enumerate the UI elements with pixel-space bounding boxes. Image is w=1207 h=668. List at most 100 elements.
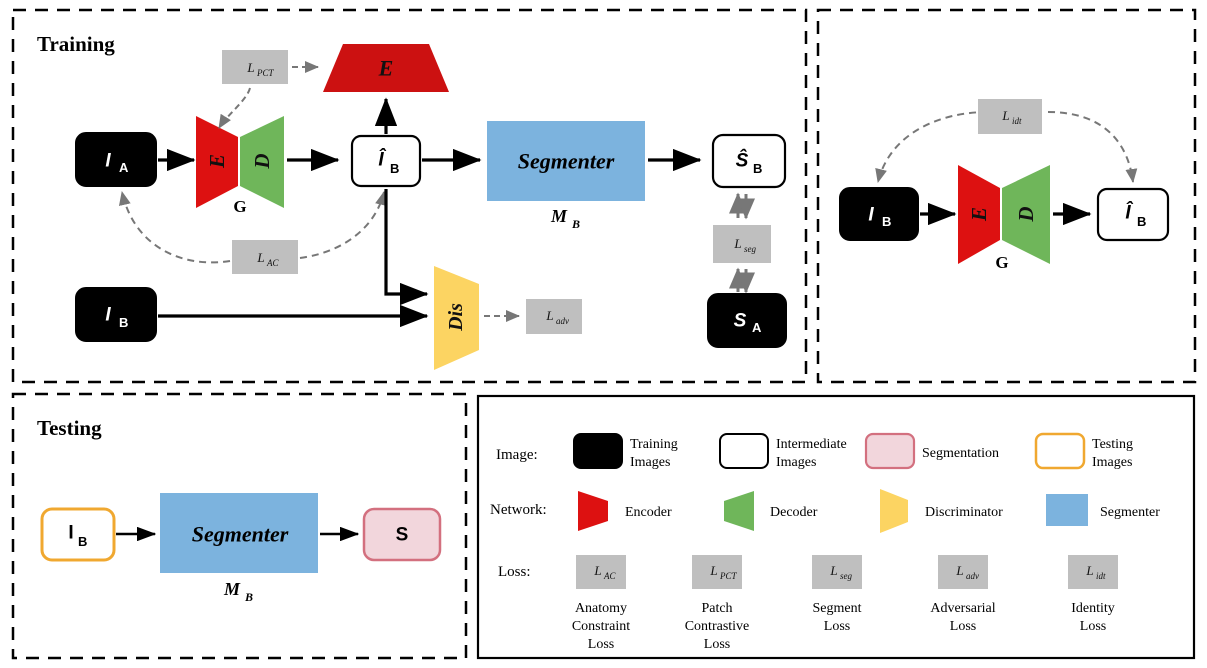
training-panel-title: Training — [37, 32, 115, 56]
discriminator-label: Discriminator — [925, 505, 1003, 520]
legend-item-decoder: Decoder — [724, 491, 818, 531]
identity-input-b-sub: B — [882, 214, 891, 229]
training-segmenter-model-sub: B — [571, 217, 580, 231]
identity-output-box: Î B — [1096, 187, 1170, 242]
lidt-sub: idt — [1096, 571, 1106, 581]
lseg-main: L — [829, 563, 837, 578]
training-pred-seg-sub: B — [753, 161, 762, 176]
loss-adv-main: L — [545, 308, 553, 323]
training-generator-label: G — [233, 197, 246, 216]
decoder-label: Decoder — [770, 505, 818, 520]
loss-idt-box: L idt — [978, 99, 1042, 134]
ladv-sub: adv — [966, 571, 979, 581]
training-input-a-label: I — [105, 151, 111, 172]
encoder-swatch — [578, 491, 608, 531]
testing-segmenter: Segmenter M B — [160, 493, 318, 604]
loss-ac-sub: AC — [266, 258, 279, 268]
training-gt-seg-box: S A — [707, 293, 787, 348]
lpct-desc-1: Patch — [701, 601, 732, 616]
training-images-label-1: Training — [630, 437, 678, 452]
training-segmenter-rect — [487, 121, 645, 201]
training-encoder-letter: E — [205, 154, 229, 169]
lac-desc-2: Constraint — [572, 619, 630, 634]
identity-generator-label: G — [995, 253, 1008, 272]
training-input-a-sub: A — [119, 160, 129, 175]
loss-seg-box: L seg — [713, 225, 771, 263]
identity-output-label: Î — [1125, 202, 1133, 224]
legend-item-segmenter: Segmenter — [1046, 494, 1160, 526]
identity-input-b-label: I — [868, 205, 874, 226]
arrow-intermediate-to-discriminator — [384, 189, 429, 306]
ladv-main: L — [955, 563, 963, 578]
loss-adv-sub: adv — [556, 316, 569, 326]
training-intermediate-sub: B — [390, 161, 399, 176]
testing-panel-title: Testing — [37, 416, 102, 440]
legend-item-identity-loss: L idt Identity Loss — [1068, 555, 1118, 634]
training-encoder-shape — [196, 116, 238, 208]
loss-pct-main: L — [246, 60, 254, 75]
legend-row-loss-head: Loss: — [498, 564, 531, 580]
lidt-swatch — [1068, 555, 1118, 589]
lseg-desc-1: Segment — [813, 601, 862, 616]
testing-images-swatch — [1034, 432, 1086, 470]
arrow-pct-to-encoder — [218, 87, 251, 129]
loss-pct-box: L PCT — [222, 50, 288, 84]
lpct-desc-3: Loss — [704, 637, 730, 652]
ladv-desc-1: Adversarial — [930, 601, 995, 616]
identity-panel-border — [816, 8, 1197, 384]
segmentation-swatch — [864, 432, 916, 470]
training-decoder-shape — [240, 116, 284, 208]
training-discriminator-shape — [434, 266, 479, 370]
legend-item-adversarial-loss: L adv Adversarial Loss — [930, 555, 996, 634]
intermediate-images-swatch — [719, 433, 769, 469]
encoder-label: Encoder — [625, 505, 672, 520]
testing-segmenter-label: Segmenter — [192, 522, 289, 547]
training-discriminator: Dis — [434, 266, 479, 370]
legend-item-intermediate-images: Intermediate Images — [719, 433, 847, 470]
training-intermediate-label: Î — [378, 149, 386, 171]
intermediate-images-label-2: Images — [776, 455, 816, 470]
segmenter-swatch — [1046, 494, 1088, 526]
identity-decoder-letter: D — [1014, 206, 1038, 222]
training-gt-seg-label: S — [734, 311, 747, 332]
testing-input-b-sub: B — [78, 534, 87, 549]
lac-swatch — [576, 555, 626, 589]
arrow-ac-to-inputa — [118, 191, 231, 264]
legend-row-network-head: Network: — [490, 502, 547, 518]
lpct-swatch — [692, 555, 742, 589]
training-panel-border — [11, 8, 808, 384]
legend-panel-border — [476, 394, 1196, 660]
arrow-idt-to-inputb — [875, 111, 989, 183]
lpct-main: L — [709, 563, 717, 578]
ladv-swatch — [938, 555, 988, 589]
arrow-ac-to-intermediate — [299, 191, 387, 259]
training-images-label-2: Images — [630, 455, 670, 470]
identity-encoder-letter: E — [967, 207, 991, 222]
lseg-sub: seg — [840, 571, 852, 581]
arrow-idt-to-output — [1047, 111, 1138, 183]
lac-desc-3: Loss — [588, 637, 614, 652]
loss-seg-rect — [713, 225, 771, 263]
testing-segmenter-rect — [160, 493, 318, 573]
identity-input-b-box: I B — [839, 187, 919, 241]
training-segmenter-label: Segmenter — [518, 149, 615, 174]
training-images-swatch — [573, 433, 623, 469]
identity-output-sub: B — [1137, 214, 1146, 229]
loss-seg-main: L — [733, 236, 741, 251]
testing-segmenter-model: M — [223, 579, 241, 599]
ladv-desc-2: Loss — [950, 619, 976, 634]
training-pred-seg-label: Ŝ — [736, 150, 749, 172]
loss-ac-rect — [232, 240, 298, 274]
segmentation-label-1: Segmentation — [922, 446, 999, 461]
testing-images-label-2: Images — [1092, 455, 1132, 470]
decoder-swatch — [724, 491, 754, 531]
testing-output-label: S — [396, 525, 409, 546]
testing-input-b-box: I B — [40, 507, 116, 562]
training-input-b-sub: B — [119, 315, 128, 330]
testing-segmenter-model-sub: B — [244, 590, 253, 604]
lpct-sub: PCT — [719, 571, 738, 581]
training-generator: E D G — [196, 116, 284, 216]
loss-seg-sub: seg — [744, 244, 756, 254]
testing-output-box: S — [362, 507, 442, 562]
